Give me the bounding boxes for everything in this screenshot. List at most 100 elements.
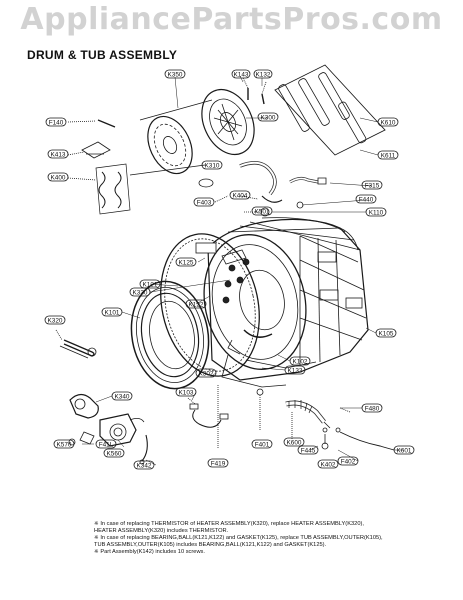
label-k501: K501	[251, 206, 273, 216]
svg-text:F480: F480	[365, 405, 380, 412]
notes-block: ※ In case of replacing THERMISTOR of HEA…	[94, 521, 454, 556]
svg-text:K302: K302	[199, 370, 214, 377]
svg-text:K110: K110	[369, 209, 384, 216]
note-line: HEATER ASSEMBLY(K320) includes THERMISTO…	[94, 528, 229, 535]
left-small-parts	[67, 119, 131, 215]
svg-text:K330: K330	[133, 289, 148, 296]
label-k302: K302	[195, 368, 217, 378]
label-f402: F402	[337, 456, 359, 466]
svg-text:K125: K125	[179, 259, 194, 266]
label-k110: K110	[365, 207, 387, 217]
drum-front	[203, 234, 307, 370]
svg-text:K611: K611	[381, 152, 396, 159]
svg-text:K320: K320	[48, 317, 63, 324]
label-f41l: F41L	[95, 439, 117, 449]
svg-text:F402: F402	[341, 458, 356, 465]
label-k320: K320	[44, 315, 66, 325]
svg-text:F440: F440	[359, 196, 374, 203]
svg-text:F419: F419	[211, 460, 226, 467]
svg-text:K350: K350	[168, 71, 183, 78]
label-f480: F480	[361, 403, 383, 413]
label-k310: K310	[201, 160, 223, 170]
svg-text:K402: K402	[321, 461, 336, 468]
label-k611: K611	[377, 150, 399, 160]
label-k350: K350	[164, 69, 186, 79]
drain-pump	[68, 393, 148, 465]
svg-text:K342: K342	[137, 462, 152, 469]
heater-assembly	[55, 329, 97, 359]
sensor-wires	[187, 385, 264, 448]
svg-text:K601: K601	[397, 447, 412, 454]
rotor-assembly	[201, 88, 255, 156]
note-line: ※ In case of replacing THERMISTOR of HEA…	[94, 521, 364, 527]
label-f315: F315	[361, 180, 383, 190]
svg-text:K570: K570	[57, 441, 72, 448]
label-k133: K133	[284, 365, 306, 375]
svg-text:K143: K143	[234, 71, 249, 78]
svg-text:K300: K300	[261, 114, 276, 121]
leader-lines	[82, 75, 404, 466]
label-k330: K330	[129, 287, 151, 297]
label-f440: F440	[355, 194, 377, 204]
label-f401: F401	[251, 439, 273, 449]
note-line: TUB ASSEMBLY,OUTER(K105) includes BEARIN…	[94, 542, 327, 549]
drain-hose	[285, 400, 395, 451]
damper-box	[274, 64, 386, 156]
label-k340: K340	[111, 391, 133, 401]
label-k132: K132	[253, 69, 273, 79]
svg-text:F41L: F41L	[99, 441, 114, 448]
label-k342: K342	[133, 460, 155, 470]
svg-text:F315: F315	[365, 182, 380, 189]
svg-text:K413: K413	[51, 151, 66, 158]
label-k400: K400	[47, 172, 69, 182]
label-k600: K600	[283, 437, 305, 447]
label-k125: K125	[175, 257, 197, 267]
svg-text:K310: K310	[205, 162, 220, 169]
svg-text:K122: K122	[189, 301, 204, 308]
diagram-title: DRUM & TUB ASSEMBLY	[27, 48, 178, 62]
label-k102: K102	[289, 356, 311, 366]
svg-text:K501: K501	[255, 208, 270, 215]
tub-front-ring	[160, 233, 260, 377]
svg-text:K340: K340	[115, 393, 130, 400]
label-k570: K570	[53, 439, 75, 449]
label-k121: K121	[139, 279, 161, 289]
part-labels: K350 K143 K132 K300 F140 K413 K400 K310 …	[44, 69, 415, 470]
svg-text:F401: F401	[255, 441, 270, 448]
svg-text:K132: K132	[256, 71, 271, 78]
svg-text:K101: K101	[105, 309, 120, 316]
label-k122: K122	[185, 299, 207, 309]
label-k610: K610	[377, 117, 399, 127]
label-k143: K143	[231, 69, 251, 79]
svg-text:K610: K610	[381, 119, 396, 126]
svg-text:F445: F445	[301, 447, 316, 454]
svg-text:K400: K400	[51, 174, 66, 181]
note-line: ※ In case of replacing BEARING,BALL(K121…	[94, 535, 383, 542]
note-line: ※ Part Assembly(K142) includes 10 screws…	[94, 549, 205, 556]
label-k413: K413	[47, 149, 69, 159]
label-k105: K105	[375, 328, 397, 338]
svg-text:K105: K105	[379, 330, 394, 337]
label-k101: K101	[101, 307, 123, 317]
svg-text:K600: K600	[287, 439, 302, 446]
label-f445: F445	[297, 445, 319, 455]
small-screws	[242, 77, 267, 105]
label-f140: F140	[45, 117, 67, 127]
svg-text:K121: K121	[143, 281, 158, 288]
spider-assembly	[129, 99, 213, 176]
svg-text:K560: K560	[107, 450, 122, 457]
label-k560: K560	[103, 448, 125, 458]
label-k404: K404	[229, 190, 251, 200]
svg-text:K404: K404	[233, 192, 248, 199]
label-k300: K300	[257, 112, 279, 122]
svg-text:F403: F403	[197, 199, 212, 206]
watermark-text: AppliancePartsPros.com	[20, 2, 443, 37]
svg-text:K133: K133	[288, 367, 303, 374]
label-k601: K601	[393, 445, 415, 455]
label-k402: K402	[317, 459, 339, 469]
label-k103: K103	[175, 387, 197, 397]
svg-text:K103: K103	[179, 389, 194, 396]
svg-text:F140: F140	[49, 119, 64, 126]
svg-text:K102: K102	[293, 358, 308, 365]
